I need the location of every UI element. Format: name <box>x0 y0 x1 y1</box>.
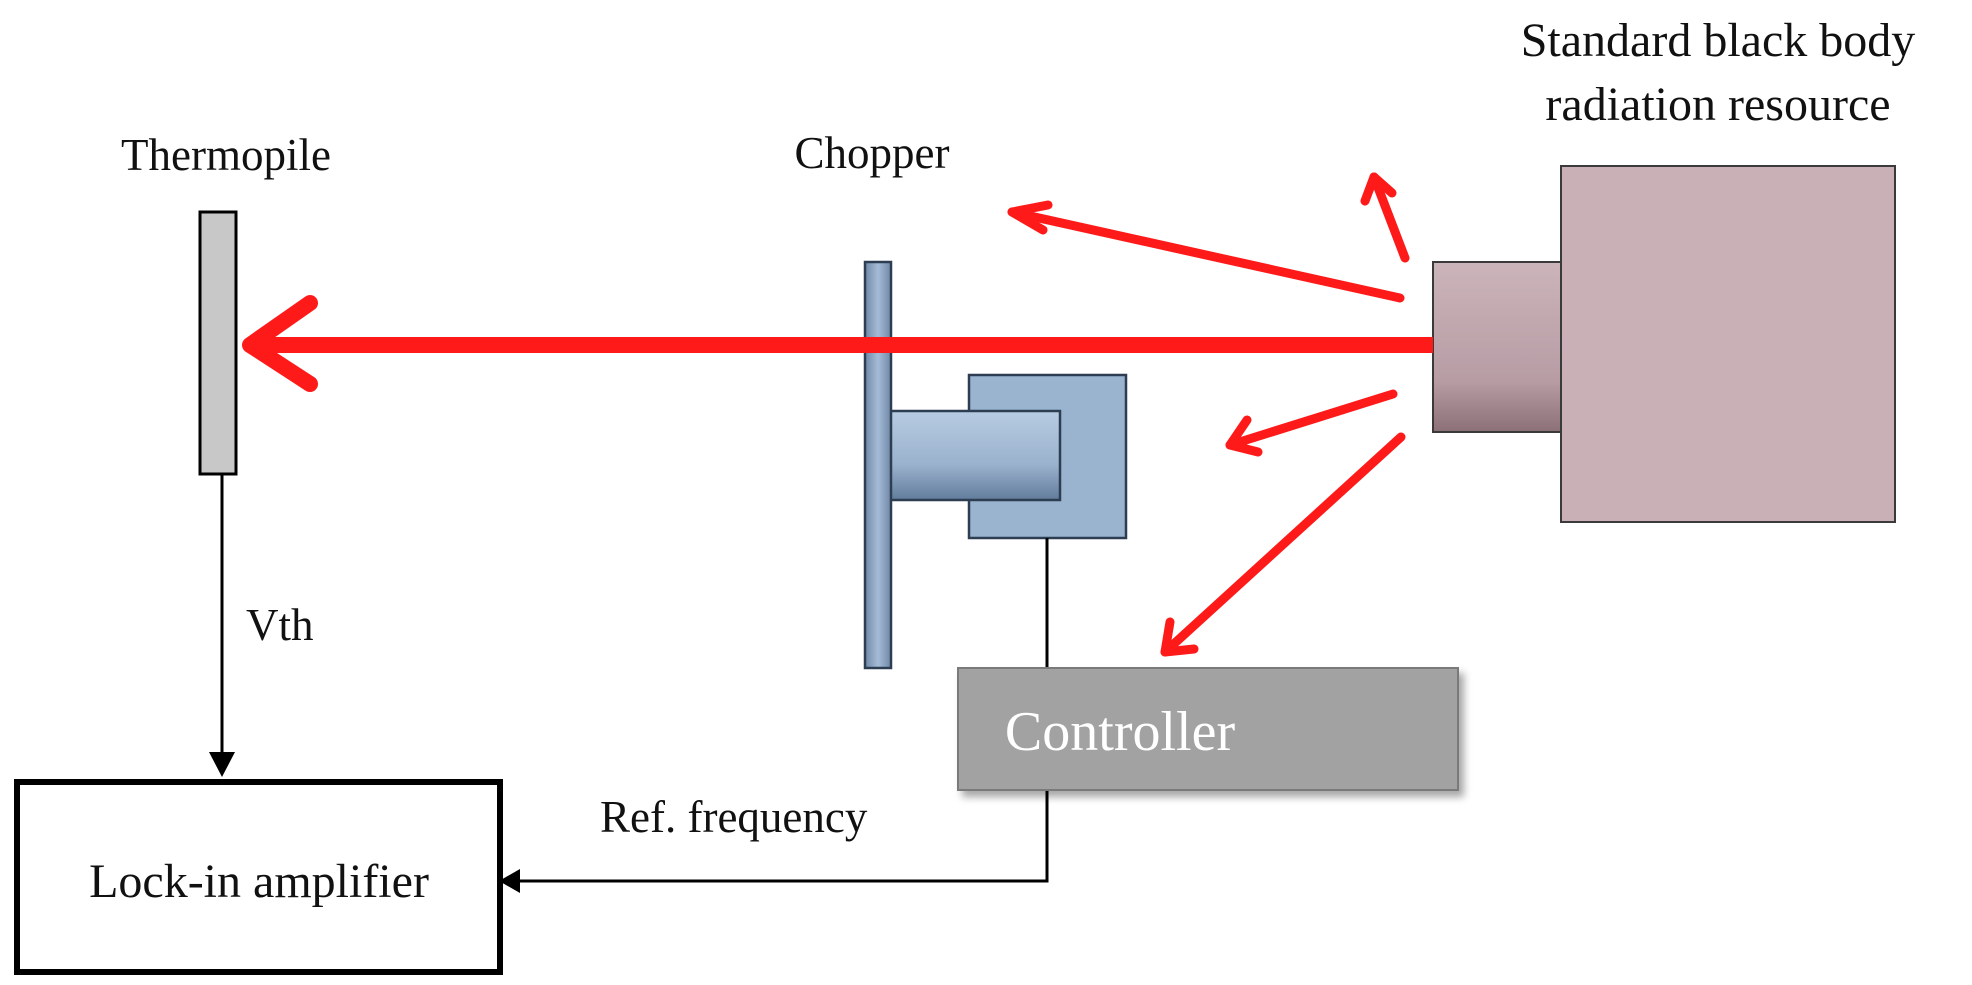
ray-upper-left <box>1007 207 1405 303</box>
ray-lower-left-head <box>1225 415 1263 457</box>
chopper-label: Chopper <box>795 128 950 178</box>
wire-controller-to-lockin <box>520 790 1049 883</box>
arrowhead-ref-frequency <box>499 869 520 893</box>
controller-box <box>957 667 1459 791</box>
wiring <box>220 474 1049 883</box>
blackbody-body <box>1560 165 1896 523</box>
lockin-amplifier-box <box>14 779 503 975</box>
chopper-disk <box>863 260 893 670</box>
arrowhead-vth <box>209 752 235 777</box>
chopper-shaft <box>888 409 1062 502</box>
blackbody-nozzle <box>1432 261 1562 433</box>
main-beam-arrowhead <box>242 295 318 392</box>
ray-up-head <box>1360 172 1397 206</box>
ray-up <box>1369 172 1410 263</box>
ray-down-left <box>1160 432 1406 657</box>
thermopile-label: Thermopile <box>121 130 331 180</box>
blackbody-label-line2: radiation resource <box>1545 78 1890 131</box>
ref-frequency-label: Ref. frequency <box>600 792 868 842</box>
radiation-arrows <box>242 172 1433 657</box>
ray-lower-left <box>1225 389 1398 450</box>
thermopile-element <box>198 210 238 476</box>
controller-label: Controller <box>1005 701 1236 763</box>
blackbody-label-line1: Standard black body <box>1521 14 1916 67</box>
lockin-amplifier-label: Lock-in amplifier <box>89 855 429 908</box>
vth-label: Vth <box>246 600 314 650</box>
ray-upper-left-head <box>1007 200 1053 235</box>
ray-down-left-head <box>1160 617 1199 657</box>
